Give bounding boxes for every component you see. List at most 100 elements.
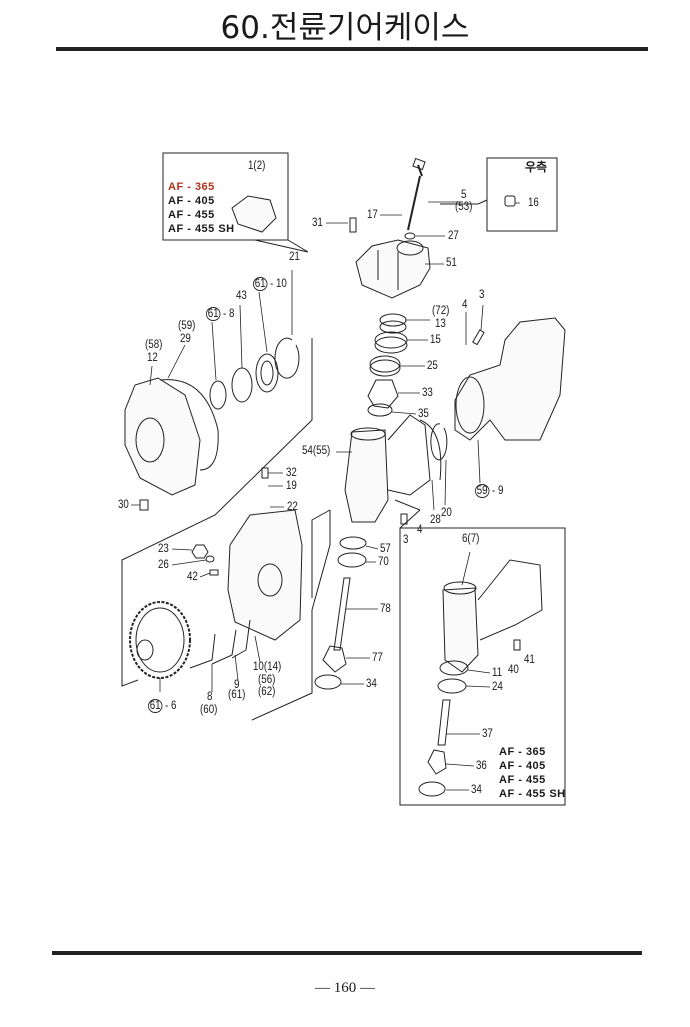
part-label: 29 [180,333,191,345]
part-34-bearing [314,674,342,690]
part-label: 9 [234,679,240,691]
part-label: 30 [118,499,129,511]
part-label: (60) [200,704,218,716]
bracket-left-upper [121,338,313,687]
part-36-pinion [427,749,447,775]
part-label: 25 [427,360,438,372]
part-24-bearing [437,678,467,694]
part-78-shaft [333,577,351,651]
part-5-dipstick [407,164,423,231]
part-20-snap-ring [430,423,448,461]
part-13-collar [379,313,407,327]
part-label: 54(55) [302,445,331,457]
circled-ref: 61 [253,277,268,291]
part-label: 36 [476,760,487,772]
part-23-nut [191,544,209,559]
ref-suffix: - 9 [489,485,504,497]
part-28-gasket [419,419,442,481]
part-34-bearing-alt [418,781,446,797]
right-side-box [486,157,558,232]
part-label: 43 [236,290,247,302]
part-label: (56) [258,674,276,686]
part-37-shaft [437,699,451,746]
part-label: (72) [432,305,450,317]
part-27-oring [404,232,416,240]
part-label: 51 [446,257,457,269]
part-label: 32 [286,467,297,479]
part-label: 34 [471,784,482,796]
part-label: 16 [528,197,539,209]
part-label: 4 [417,524,423,536]
part-70-bearing [337,552,367,568]
part-6-case-alt [442,587,479,673]
part-label: 70 [378,556,389,568]
part-10-bearing [255,353,279,393]
part-12-cover [124,377,201,496]
part-label: 27 [448,230,459,242]
part-30-bolt [139,499,149,511]
part-29-gasket [159,379,219,471]
bracket-mid [251,509,331,721]
part-label: 12 [147,352,158,364]
model-item: AF - 405 [168,195,215,207]
part-label: 17 [367,209,378,221]
part-label: 77 [372,652,383,664]
ref-suffix: - 10 [267,278,287,290]
model-item: AF - 455 [168,209,215,221]
part-label: 19 [286,480,297,492]
part-label: 78 [380,603,391,615]
part-42-pin [209,569,219,576]
part-label: 8 [207,691,213,703]
part-8-shift-fork [189,619,251,669]
part-21-snap-ring [274,337,300,379]
part-label: 4 [462,299,468,311]
part-33-bevel-gear [367,379,399,409]
part-label: 21 [289,251,300,263]
ref-suffix: - 6 [162,700,177,712]
part-15-seal [374,331,408,349]
part-32-bolt [261,467,269,479]
circled-ref: 61 [206,307,221,321]
part-label: 35 [418,408,429,420]
part-label: (62) [258,686,276,698]
part-11-seal [439,660,469,676]
part-label: 20 [441,507,452,519]
model-list-top: AF - 365 AF - 405 AF - 455 AF - 455 SH [168,180,235,236]
circled-ref: 59 [475,484,490,498]
part-16-plug [504,195,516,207]
model-item: AF - 365 [168,181,215,193]
part-3-bolt-lower [400,513,408,525]
model-callout-box-bottom [394,499,566,806]
page-number: — 160 — [315,980,375,996]
part-label: (59) [178,320,196,332]
part-label: 23 [158,543,169,555]
part-label: 1(2) [248,160,266,172]
part-label: 33 [422,387,433,399]
ref-suffix: - 8 [220,308,235,320]
part-35-bearing [367,403,393,417]
part-57-seal [339,536,367,550]
part-label: 28 [430,514,441,526]
right-side-label: 우측 [525,160,548,174]
part-label: 57 [380,543,391,555]
part-label: (61) [228,689,246,701]
part-label: 37 [482,728,493,740]
model-item: AF - 455 SH [499,788,566,800]
part-label: 41 [524,654,535,666]
model-item: AF - 455 SH [168,223,235,235]
part-3-bolt [472,329,485,346]
page-title: 60.전륜기어케이스 [220,10,470,46]
part-8-ring [209,380,227,410]
model-callout-box-top [162,152,309,253]
part-label: 11 [492,667,503,679]
model-item: AF - 365 [499,746,546,758]
part-label: 3 [479,289,485,301]
part-1-cover [231,195,277,233]
part-label: 15 [430,334,441,346]
part-51-upper-housing [355,239,431,299]
part-label: 22 [287,501,298,513]
part-label: 26 [158,559,169,571]
part-label: 13 [435,318,446,330]
part-label: 6(7) [462,533,480,545]
